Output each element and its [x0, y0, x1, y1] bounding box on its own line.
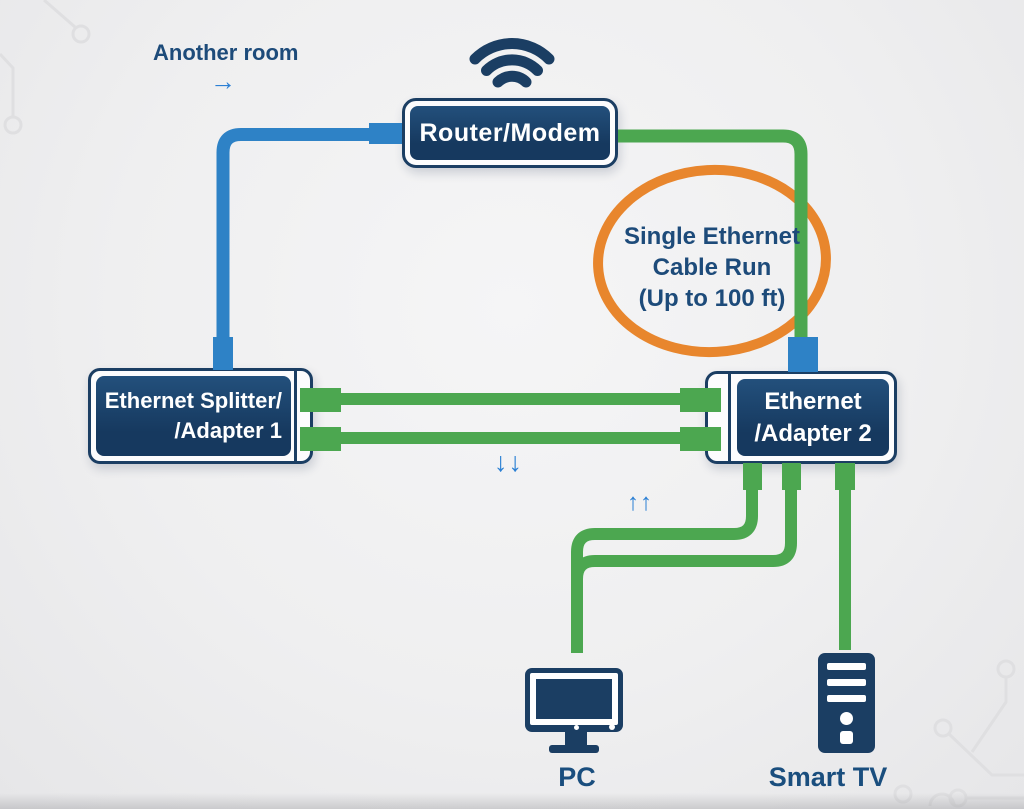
adapter2-port1-connector — [743, 463, 762, 490]
splitter-label-line2: /Adapter 1 — [174, 418, 282, 443]
adapter2-label-line2: /Adapter 2 — [754, 419, 872, 447]
ethernet-adapter2-label: Ethernet /Adapter 2 — [737, 379, 889, 456]
adapter2-port3-connector — [835, 463, 855, 490]
adapter2-label-line1: Ethernet — [764, 387, 862, 415]
green-cable-to-pc-1 — [571, 489, 758, 653]
right-arrow-icon: → — [210, 66, 236, 96]
another-room-label: Another room — [153, 40, 299, 65]
tower-vent-bar — [827, 663, 866, 670]
router-modem-box: Router/Modem — [402, 98, 618, 168]
circuit-trace-decoration-topleft — [0, 0, 91, 135]
bottom-edge-shadow — [0, 793, 1024, 809]
monitor-screen — [536, 679, 612, 719]
blue-connector-adapter2-top — [788, 337, 818, 372]
wifi-icon — [469, 38, 555, 88]
monitor-button-dot — [574, 725, 579, 730]
cable-run-annotation-line3: (Up to 100 ft) — [638, 285, 786, 312]
up-arrows-icon: ↑↑ — [627, 489, 653, 516]
cable-run-annotation-line2: Cable Run — [652, 254, 772, 281]
splitter-port-divider — [294, 371, 297, 461]
tower-power-button — [840, 712, 853, 725]
adapter2-port-divider — [728, 374, 731, 461]
ethernet-splitter-adapter1-label: Ethernet Splitter/ /Adapter 1 — [96, 376, 291, 456]
splitter-label-line1: Ethernet Splitter/ — [104, 388, 282, 413]
green-cable-to-pc-2 — [571, 489, 797, 610]
monitor-bezel — [530, 673, 618, 725]
blue-cable-splitter-connector — [213, 337, 233, 370]
tower-icon — [818, 653, 875, 753]
smart-tv-label: Smart TV — [768, 762, 888, 792]
tower-vent-bar — [827, 679, 866, 686]
green-patch-cable-upper — [300, 388, 721, 412]
monitor-power-dot — [609, 724, 615, 730]
monitor-stand-neck — [565, 732, 587, 746]
cable-run-annotation: Single Ethernet Cable Run (Up to 100 ft) — [596, 221, 828, 314]
down-arrows-icon: ↓↓ — [494, 447, 523, 477]
tower-drive-slot — [840, 731, 853, 744]
cable-run-annotation-line1: Single Ethernet — [623, 223, 801, 250]
pc-label: PC — [558, 762, 596, 792]
monitor-stand-base — [549, 745, 599, 753]
blue-cable-router-connector — [369, 123, 402, 144]
ethernet-adapter2-box: Ethernet /Adapter 2 — [705, 371, 897, 464]
adapter2-port2-connector — [782, 463, 801, 490]
tower-vent-bar — [827, 695, 866, 702]
blue-ethernet-cable — [216, 128, 374, 340]
circuit-trace-decoration-bottomright — [893, 659, 1024, 808]
ethernet-splitter-adapter1-box: Ethernet Splitter/ /Adapter 1 — [88, 368, 313, 464]
monitor-icon — [525, 668, 623, 732]
router-modem-label: Router/Modem — [410, 106, 610, 160]
